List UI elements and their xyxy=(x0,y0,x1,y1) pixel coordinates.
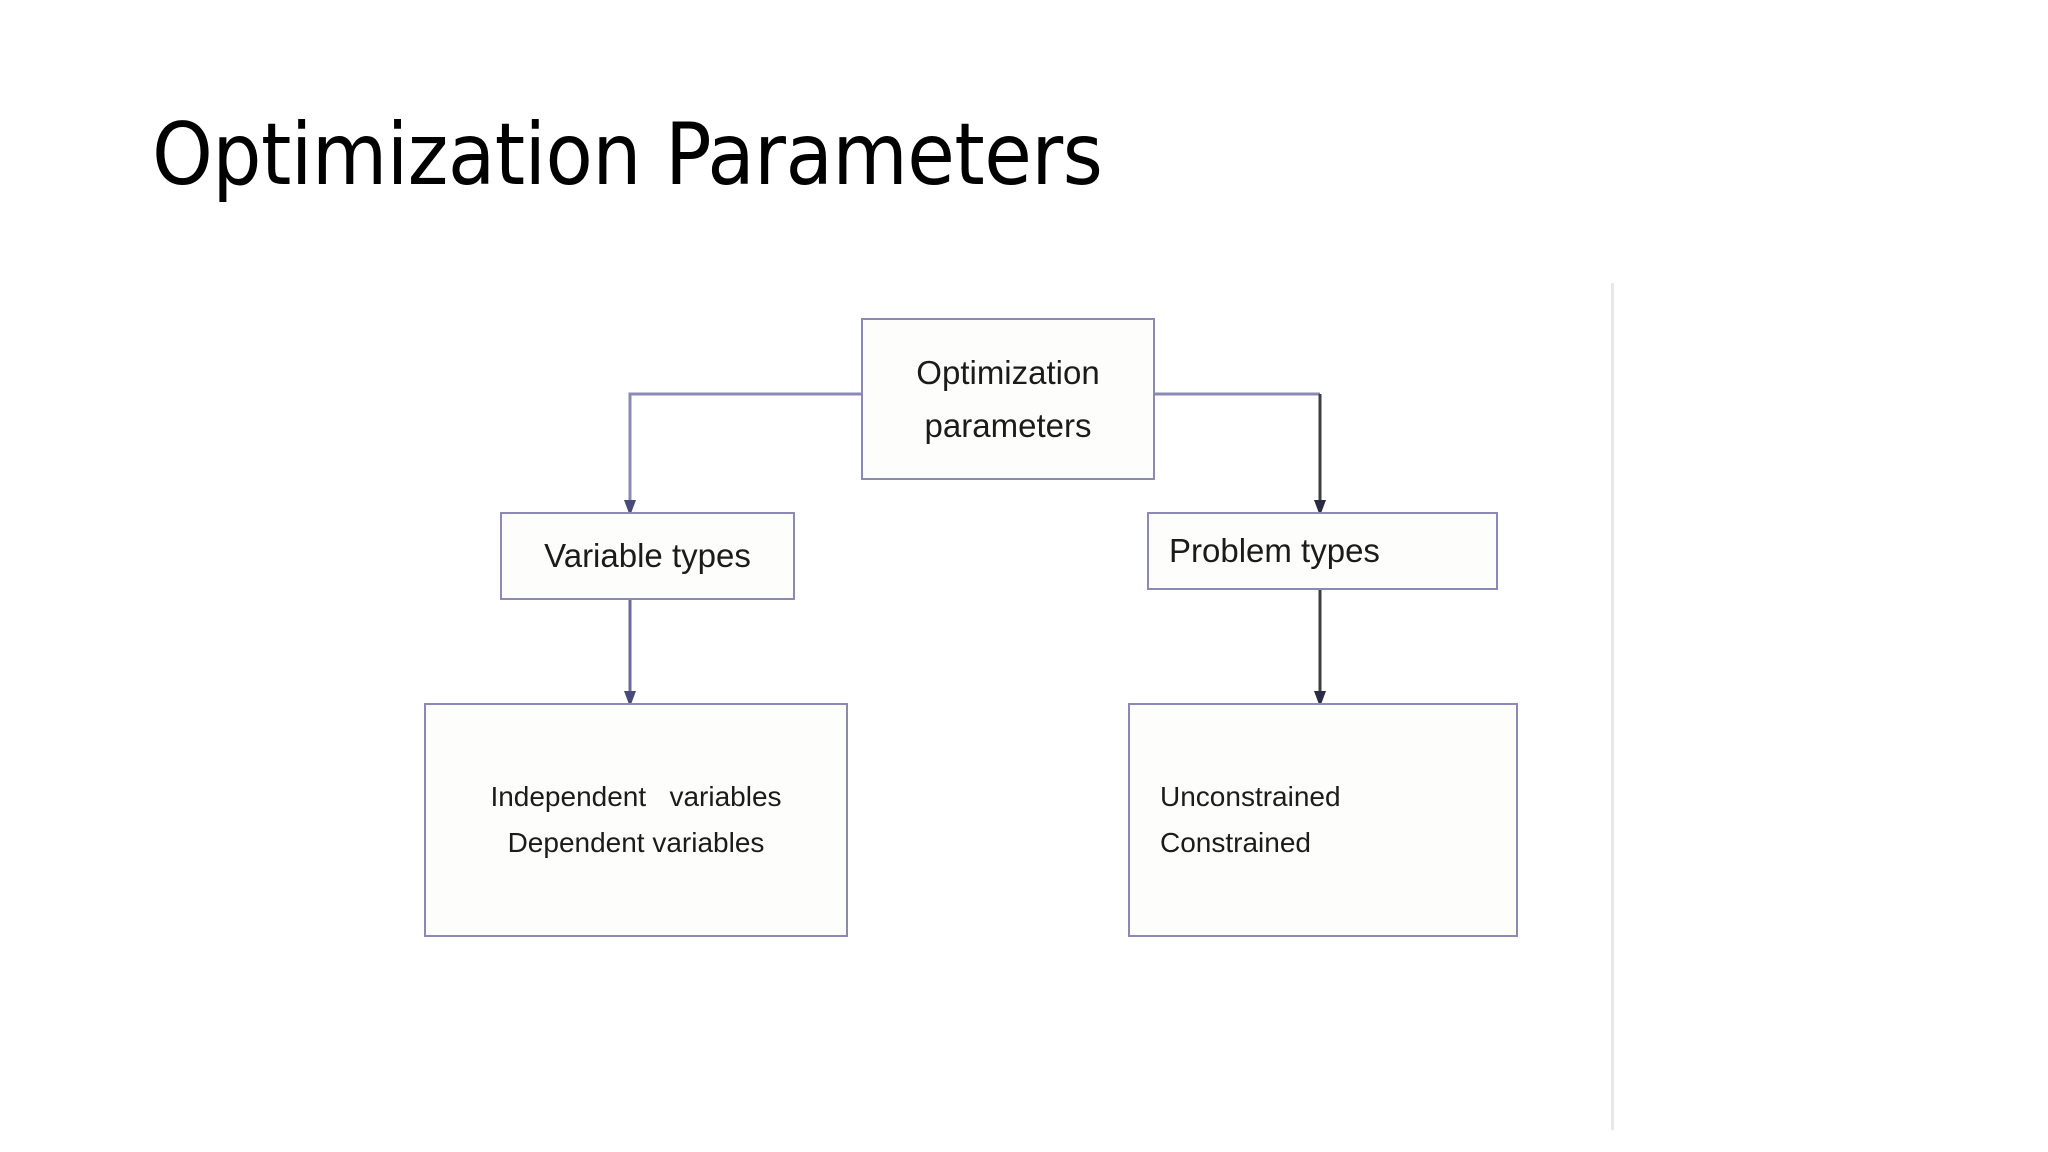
node-problem-types-detail: Unconstrained Constrained xyxy=(1128,703,1518,937)
node-variable-types-detail-line-1: Independent variables xyxy=(490,781,782,812)
node-optimization-parameters: Optimization parameters xyxy=(861,318,1155,480)
node-variable-types: Variable types xyxy=(500,512,795,600)
node-problem-types: Problem types xyxy=(1147,512,1498,590)
node-optimization-parameters-line-2: parameters xyxy=(924,407,1092,444)
vertical-guide-rule xyxy=(1611,283,1614,1130)
edge-root-to-variable-types xyxy=(628,392,861,512)
page-title: Optimization Parameters xyxy=(152,105,1103,205)
node-variable-types-label: Variable types xyxy=(544,537,751,574)
node-problem-types-detail-line-1: Unconstrained xyxy=(1160,781,1341,812)
node-problem-types-label: Problem types xyxy=(1169,532,1380,569)
node-optimization-parameters-line-1: Optimization xyxy=(916,354,1100,391)
node-problem-types-detail-line-2: Constrained xyxy=(1160,827,1311,858)
node-variable-types-detail-line-2: Dependent variables xyxy=(507,827,765,858)
node-variable-types-detail: Independent variables Dependent variable… xyxy=(424,703,848,937)
